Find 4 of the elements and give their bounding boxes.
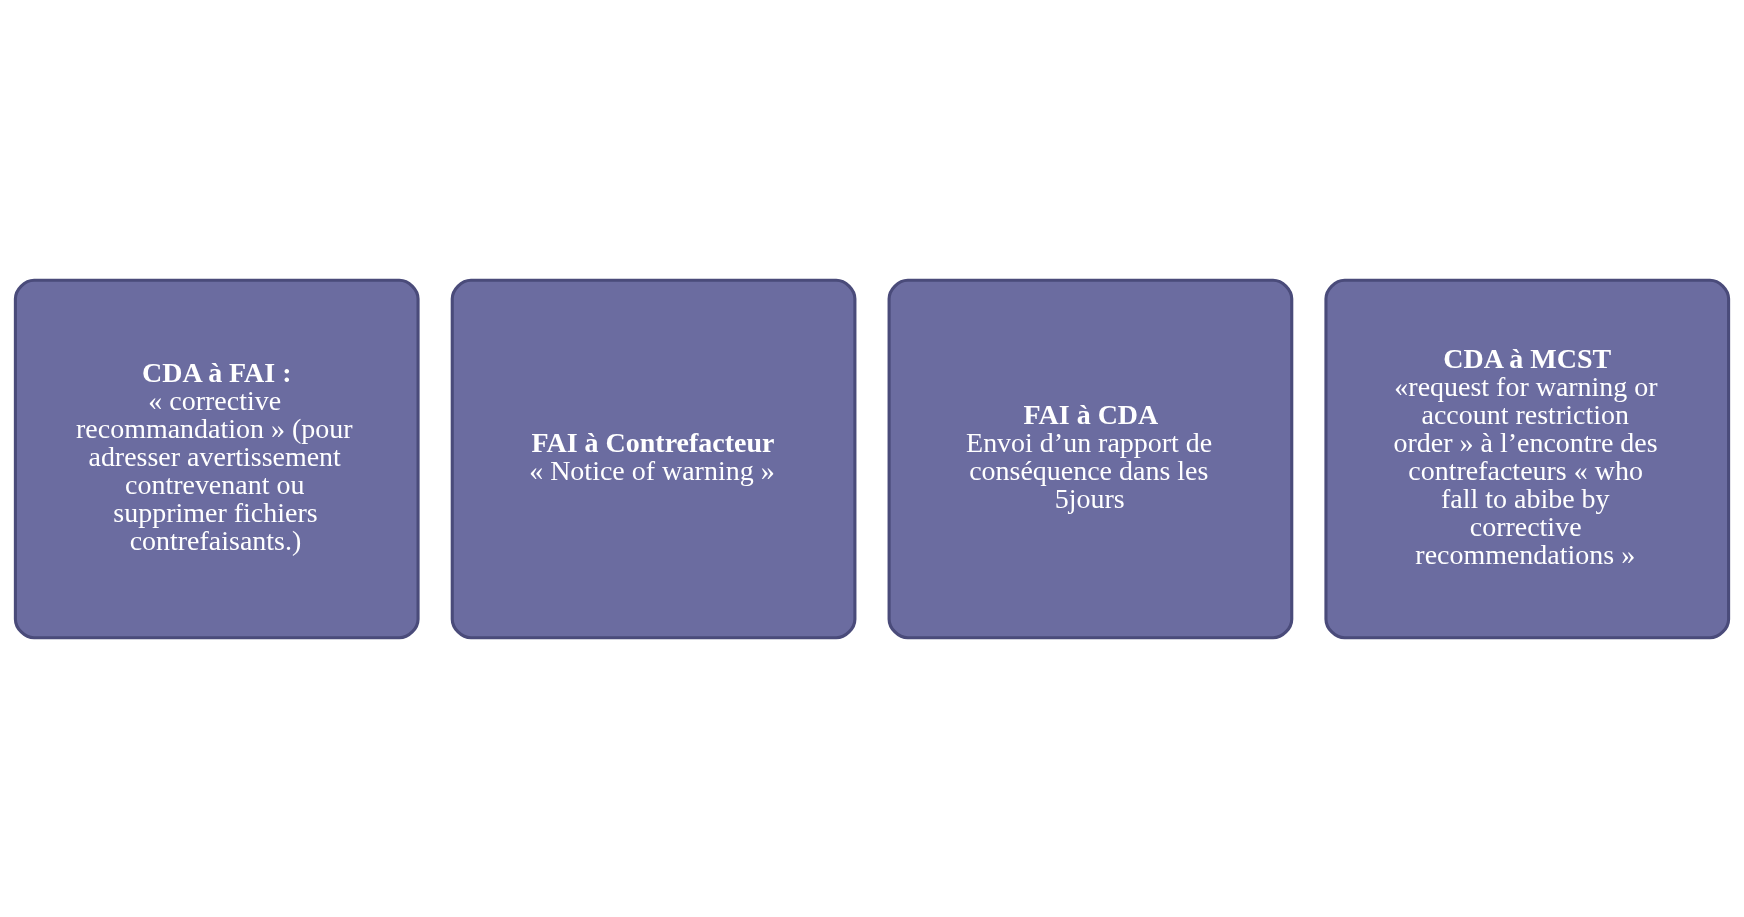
node-box: FAI à CDA Envoi d’un rapport de conséquence dans les 5jours bbox=[887, 278, 1294, 639]
node-box: CDA à MCST «request for warning or account restriction order » à l’encontre des contrefacteurs « who fall to abibe by corrective recommendations » bbox=[1324, 278, 1731, 639]
node-box: CDA à FAI : « corrective recommandation » (pour adresser avertissement contrevenant ou supprimer fichiers contrefaisants.) bbox=[13, 278, 420, 639]
node-box: FAI à Contrefacteur « Notice of warning » bbox=[450, 278, 857, 639]
